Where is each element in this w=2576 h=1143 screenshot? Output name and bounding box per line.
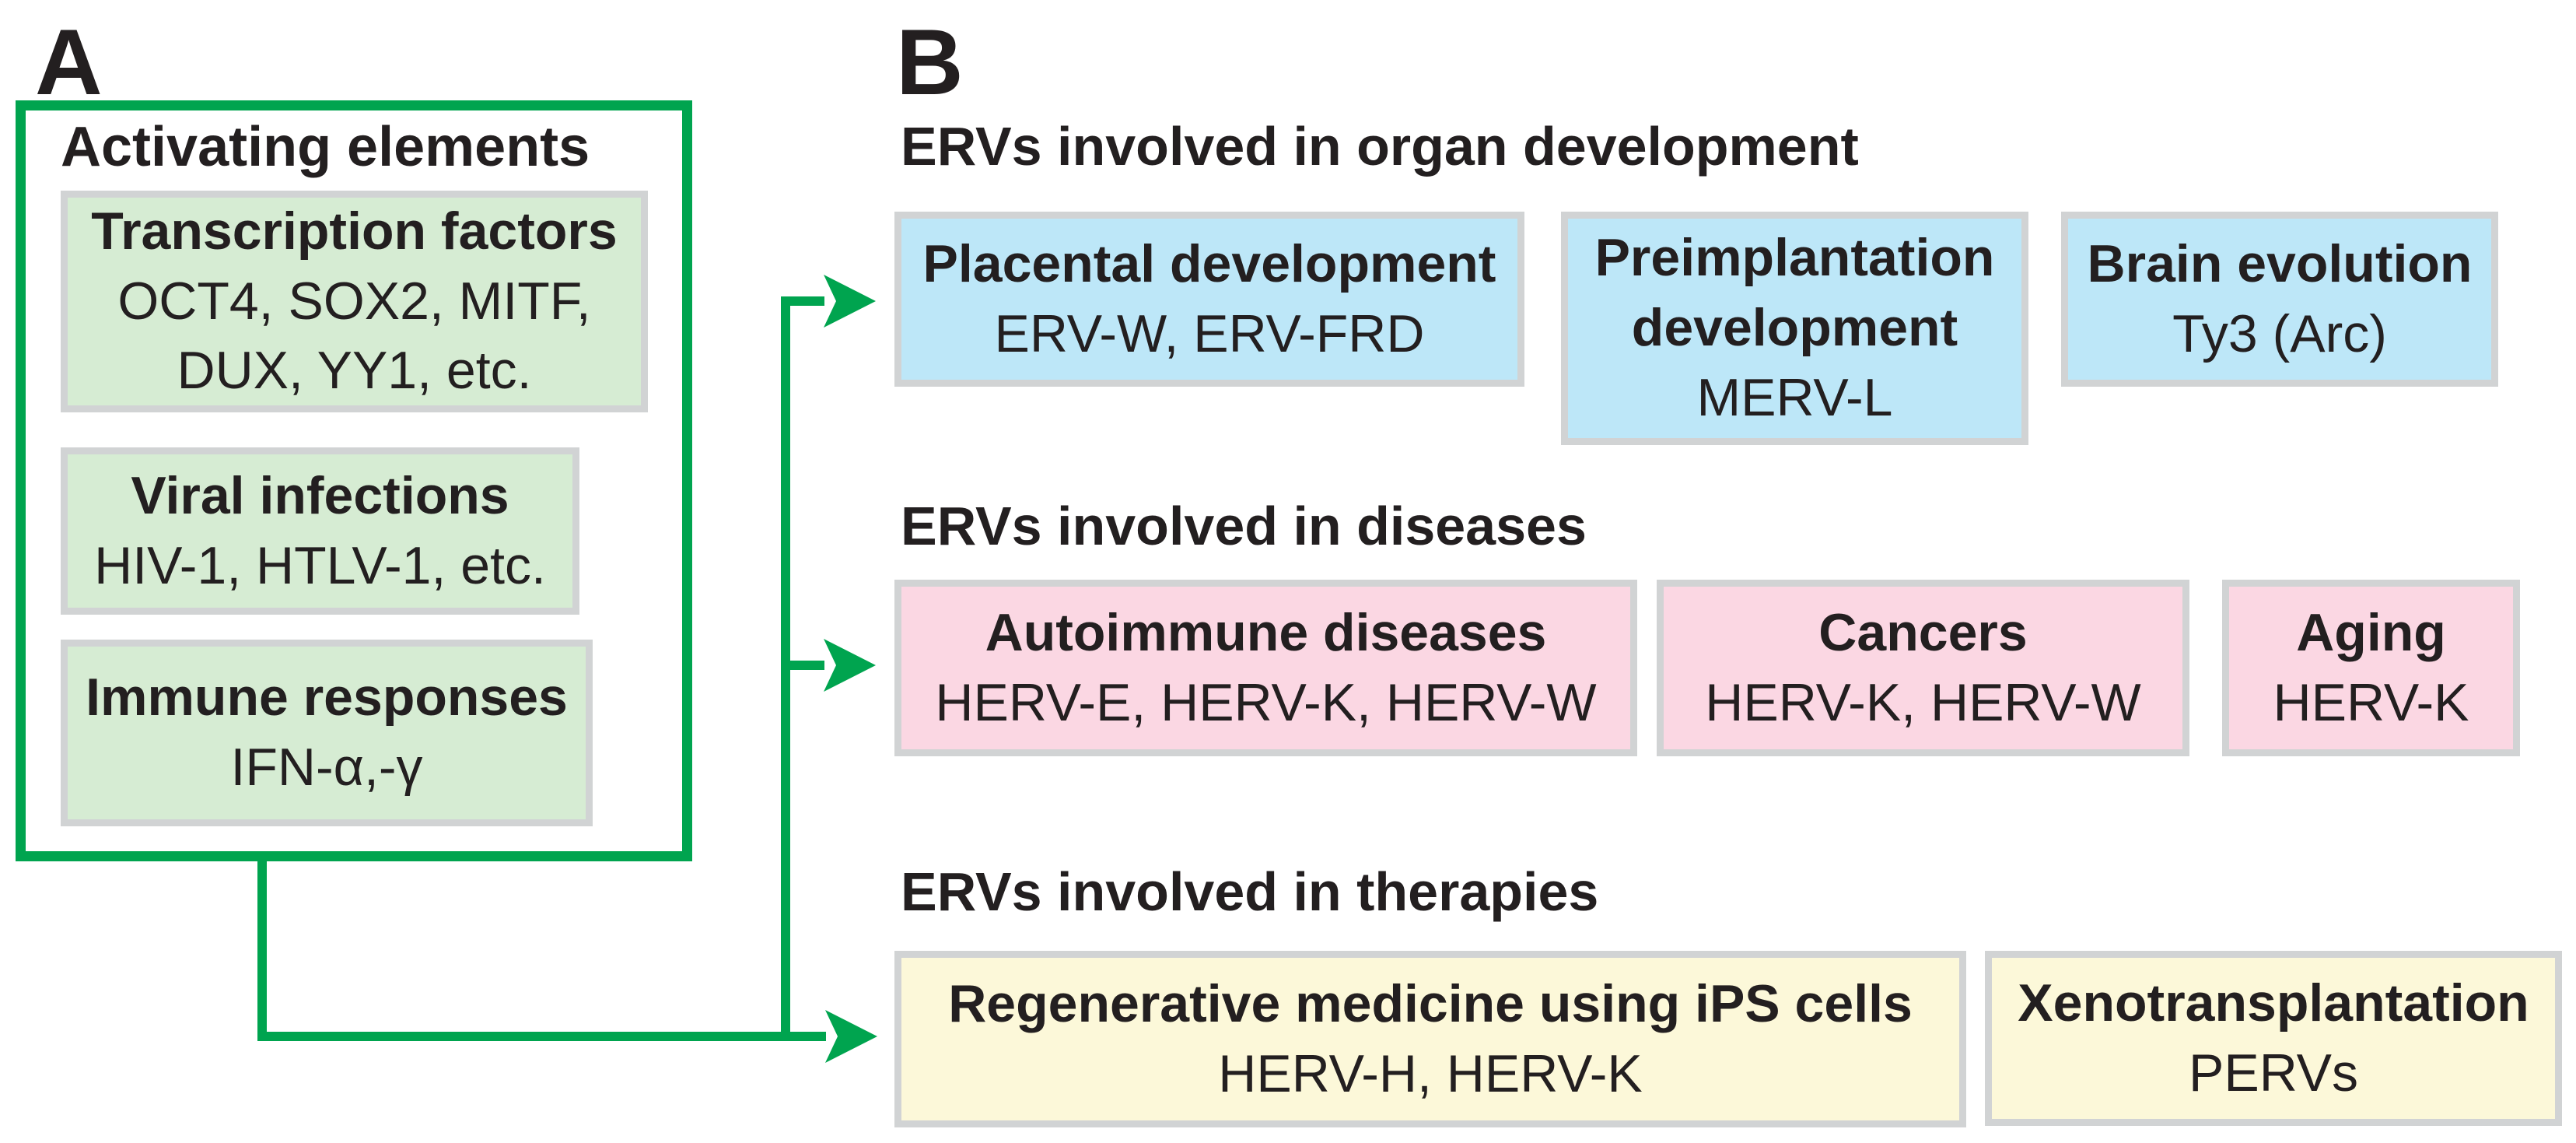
box-title: Autoimmune diseases	[985, 602, 1547, 662]
box-title: Viral infections	[131, 465, 509, 525]
box-title: Placental development	[922, 233, 1496, 293]
arrow-branch-line	[781, 296, 824, 1036]
box-title: Aging	[2296, 602, 2446, 662]
box-value: ERV-W, ERV-FRD	[994, 303, 1425, 363]
autoimmune-diseases-box: Autoimmune diseases HERV-E, HERV-K, HERV…	[894, 580, 1637, 756]
box-title: Brain evolution	[2087, 233, 2473, 293]
box-line: DUX, YY1, etc.	[177, 341, 532, 401]
arrow-line-therapies	[257, 859, 826, 1041]
panel-b-label: B	[896, 10, 964, 114]
box-value: HERV-E, HERV-K, HERV-W	[935, 672, 1597, 732]
section-heading-organ-development: ERVs involved in organ development	[901, 116, 1859, 177]
cancers-box: Cancers HERV-K, HERV-W	[1657, 580, 2189, 756]
box-line: IFN-α,-γ	[230, 738, 423, 797]
box-value: HERV-H, HERV-K	[1218, 1043, 1643, 1103]
arrowhead-organ-development	[824, 275, 876, 328]
box-value: HERV-K	[2273, 672, 2469, 732]
box-value: MERV-L	[1696, 367, 1893, 427]
box-value: HERV-K, HERV-W	[1705, 672, 2141, 732]
section-heading-therapies: ERVs involved in therapies	[901, 861, 1599, 922]
panel-a-label: A	[35, 10, 103, 114]
section-heading-diseases: ERVs involved in diseases	[901, 496, 1587, 556]
box-line: HIV-1, HTLV-1, etc.	[94, 535, 546, 595]
immune-responses-box: Immune responses IFN-α,-γ	[61, 640, 593, 826]
box-title: Cancers	[1818, 602, 2028, 662]
box-title: Transcription factors	[91, 201, 618, 261]
box-line: OCT4, SOX2, MITF,	[117, 271, 591, 331]
arrowhead-diseases	[824, 639, 876, 692]
box-title: Immune responses	[86, 668, 568, 728]
box-title: Preimplantation development	[1594, 228, 1995, 358]
box-value: PERVs	[2189, 1043, 2358, 1103]
arrowhead-therapies	[825, 1010, 877, 1063]
box-value: Ty3 (Arc)	[2172, 303, 2387, 363]
activating-elements-title: Activating elements	[61, 116, 590, 178]
box-title: Regenerative medicine using iPS cells	[948, 973, 1913, 1033]
transcription-factors-box: Transcription factors OCT4, SOX2, MITF, …	[61, 191, 648, 412]
regenerative-medicine-box: Regenerative medicine using iPS cells HE…	[894, 951, 1966, 1127]
placental-development-box: Placental development ERV-W, ERV-FRD	[894, 212, 1524, 387]
aging-box: Aging HERV-K	[2222, 580, 2520, 756]
brain-evolution-box: Brain evolution Ty3 (Arc)	[2061, 212, 2498, 387]
box-title: Xenotransplantation	[2018, 973, 2529, 1033]
preimplantation-development-box: Preimplantation development MERV-L	[1561, 212, 2028, 445]
xenotransplantation-box: Xenotransplantation PERVs	[1985, 951, 2562, 1126]
viral-infections-box: Viral infections HIV-1, HTLV-1, etc.	[61, 447, 579, 615]
